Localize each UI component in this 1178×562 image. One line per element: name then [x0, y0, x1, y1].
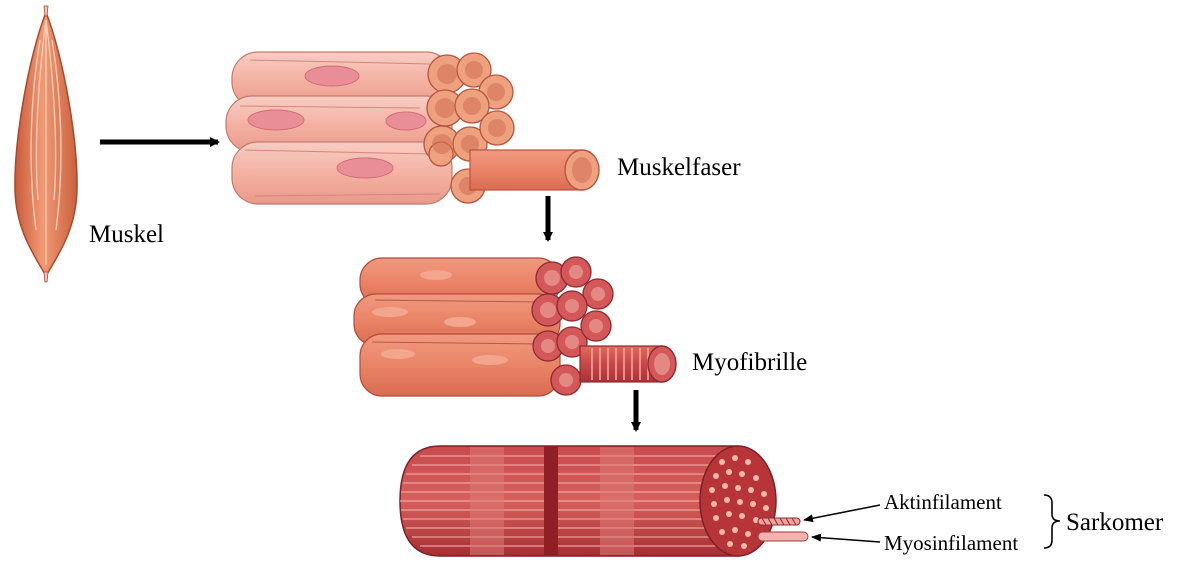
myosin-filament: [758, 532, 808, 541]
label-muskelfaser: Muskelfaser: [617, 155, 741, 180]
label-aktinfilament: Aktinfilament: [884, 492, 1002, 513]
muscle-illustration: [15, 6, 77, 282]
label-myosinfilament: Myosinfilament: [884, 533, 1018, 554]
myofibril-bundle: [354, 257, 676, 396]
aktin-pointer: [804, 505, 880, 520]
muscle-fiber-bundle: [226, 52, 599, 204]
label-sarkomer: Sarkomer: [1066, 510, 1163, 535]
myosin-pointer: [812, 537, 880, 542]
label-muskel: Muskel: [89, 222, 164, 247]
sarkomer-bracket: [1044, 495, 1060, 548]
label-myofibrille: Myofibrille: [692, 350, 807, 375]
sarcomere-illustration: [400, 446, 808, 556]
